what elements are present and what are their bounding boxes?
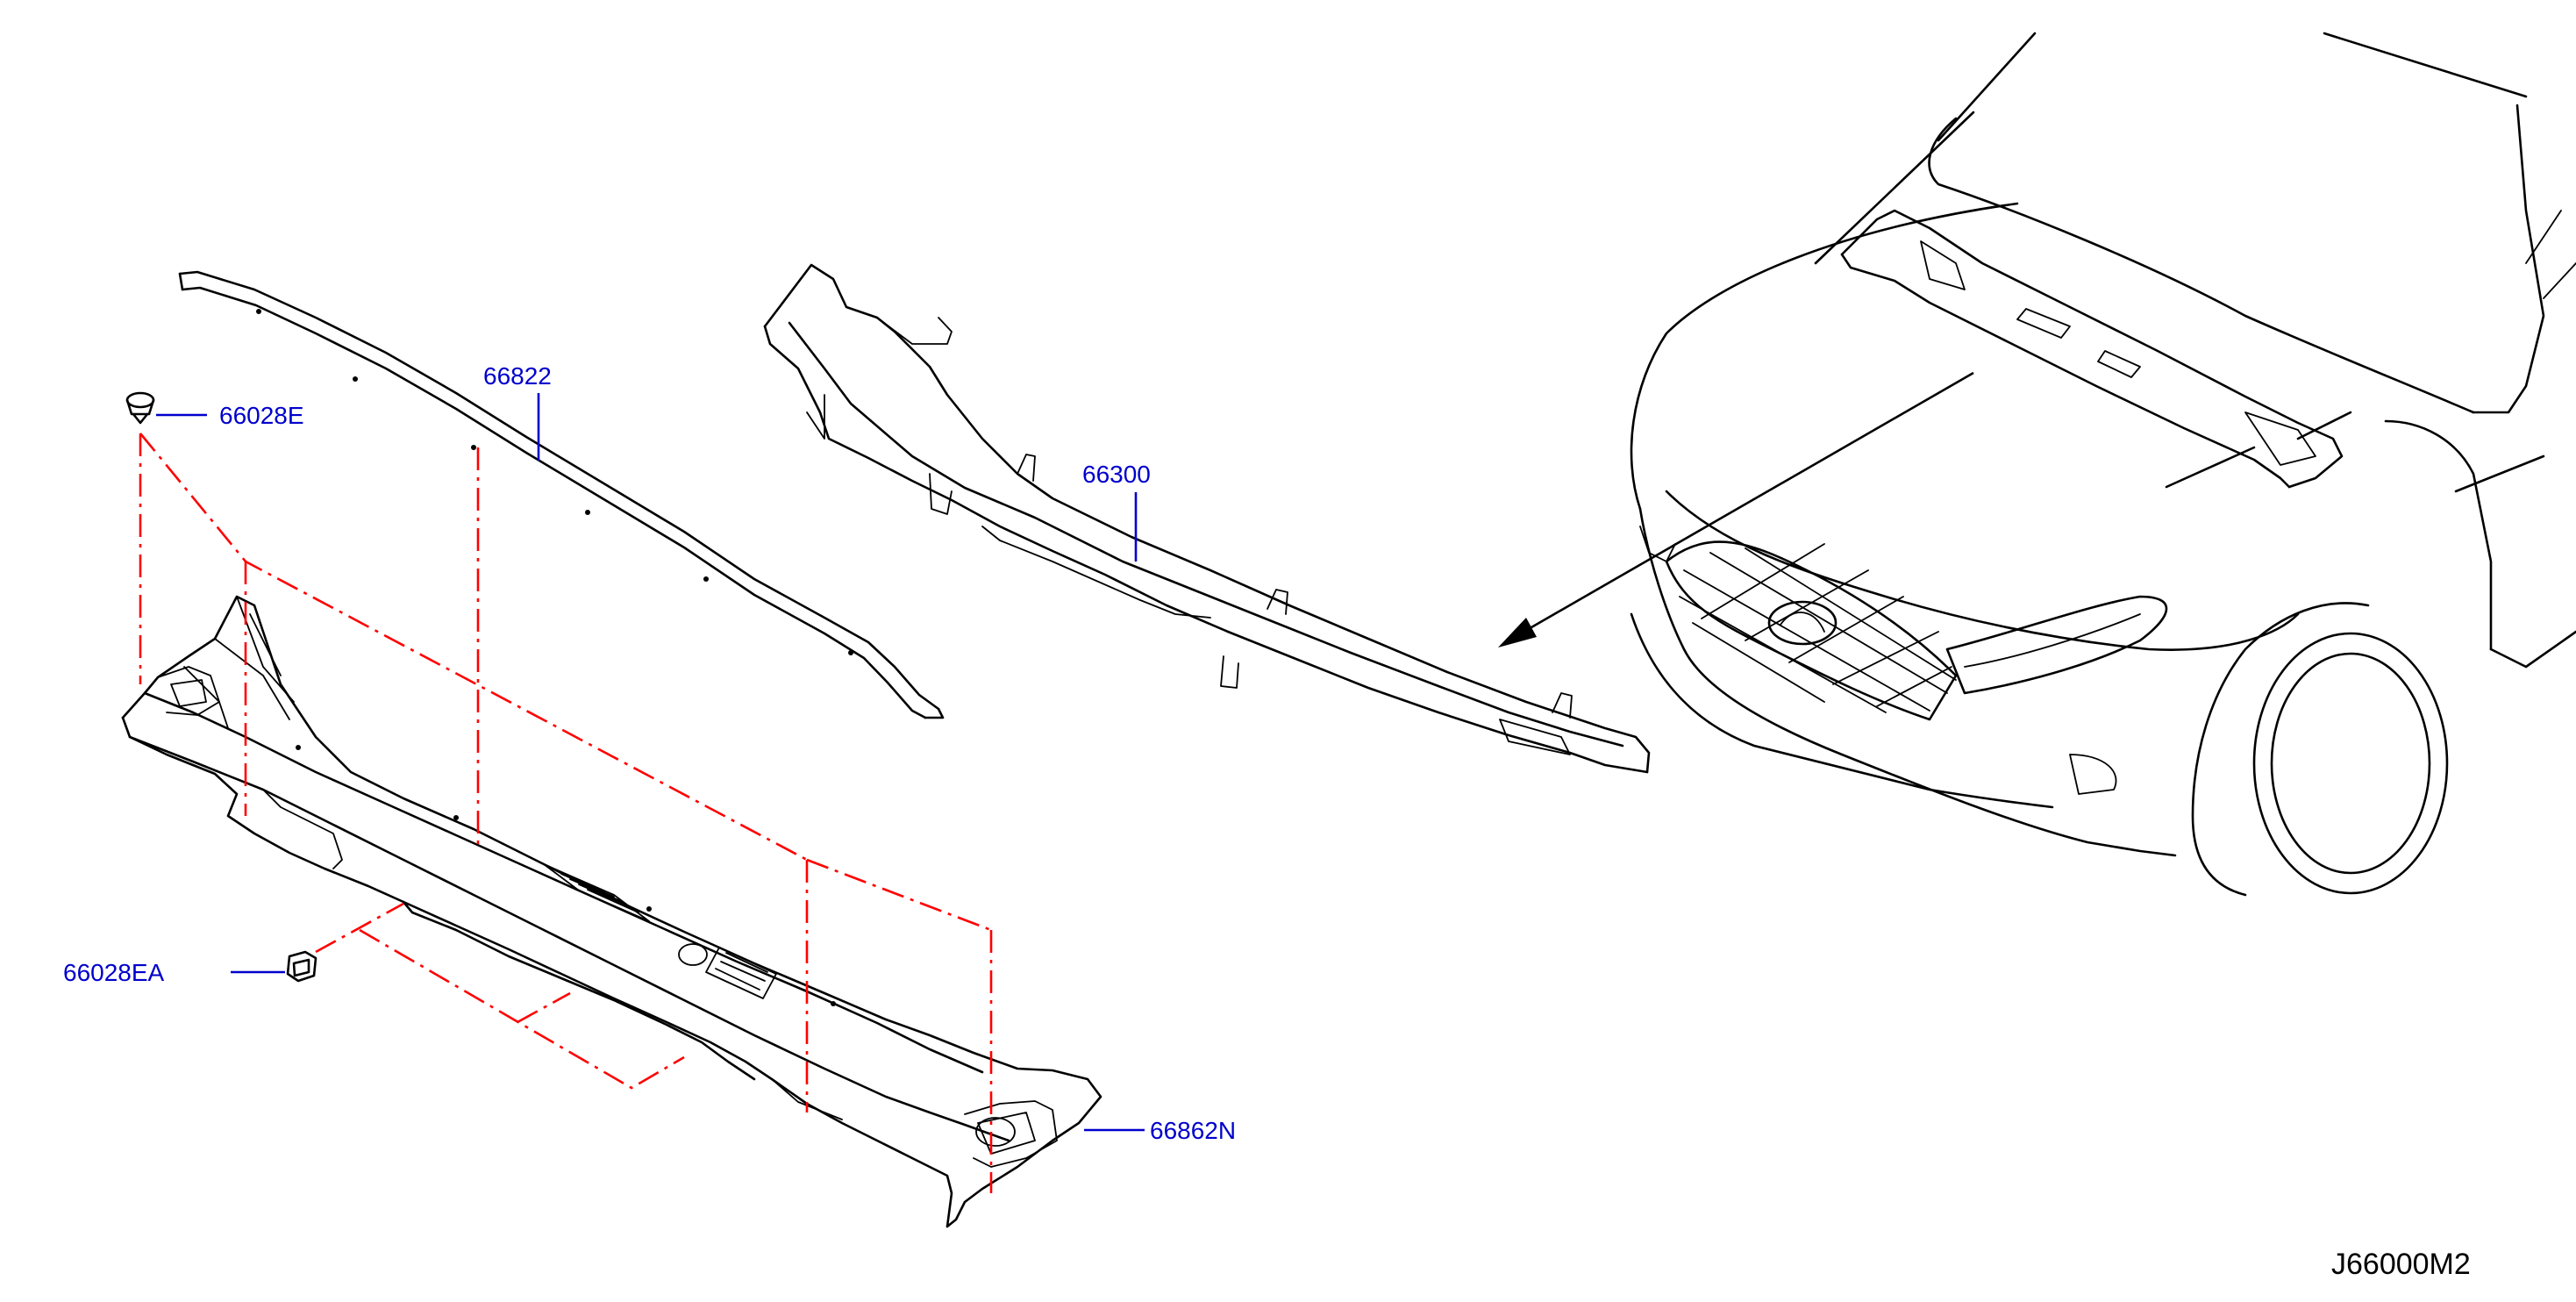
leader-lines xyxy=(156,393,1145,1132)
part-labels: 66822 66028E 66300 66028EA 66862N xyxy=(63,362,1236,1144)
part-label-66028E: 66028E xyxy=(219,402,304,429)
assembly-line-66028EA-b xyxy=(359,928,685,1090)
weatherstrip-66822-drawing xyxy=(178,270,945,719)
assembly-line-66028E-diagonal xyxy=(139,433,808,862)
assembly-line-66028EA-a xyxy=(315,902,404,954)
clip-66028EA-drawing xyxy=(286,950,318,983)
callout-arrow xyxy=(1498,371,1974,647)
part-label-66822: 66822 xyxy=(483,362,552,390)
clip-66028E-drawing xyxy=(125,391,155,425)
cowl-panel-66300-drawing xyxy=(763,263,1651,774)
assembly-lines xyxy=(139,433,993,1193)
assembly-line-right-top xyxy=(806,858,992,932)
assembly-line-66028EA-c xyxy=(517,991,571,1024)
part-label-66862N: 66862N xyxy=(1150,1117,1236,1144)
cowl-cover-66862N-drawing xyxy=(121,595,1102,1228)
part-label-66300: 66300 xyxy=(1082,461,1151,488)
vehicle-front-drawing xyxy=(1630,32,2576,897)
diagram-code: J66000M2 xyxy=(2331,1248,2471,1281)
part-label-66028EA: 66028EA xyxy=(63,959,165,986)
